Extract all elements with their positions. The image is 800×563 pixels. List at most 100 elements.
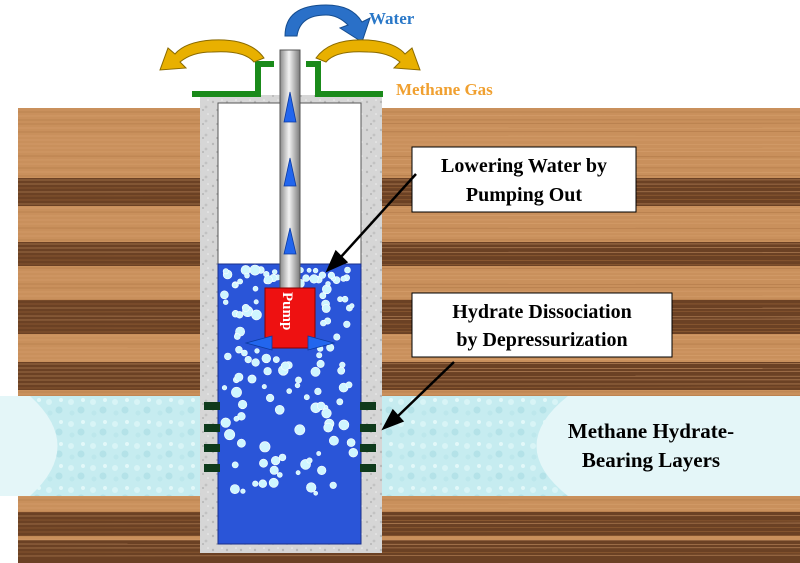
bubble [328, 435, 339, 446]
bubble [346, 438, 356, 447]
water-label: Water [369, 9, 415, 28]
bubble [263, 275, 273, 285]
bubble [237, 278, 243, 285]
bubble [251, 358, 260, 367]
bubble [241, 349, 248, 357]
bubble [231, 282, 238, 289]
bubble [263, 367, 272, 376]
bubble [310, 366, 321, 377]
bubble [223, 299, 229, 305]
bubble [221, 385, 228, 391]
bubble [344, 266, 351, 274]
bubble [294, 424, 306, 436]
bubble [261, 353, 271, 364]
bubble [314, 387, 322, 396]
callout-lowering-line2: Pumping Out [466, 184, 582, 206]
bubble [309, 274, 319, 284]
bubble [302, 274, 310, 282]
bubble [238, 399, 248, 410]
bubble [272, 356, 280, 363]
pump [264, 287, 316, 349]
perforation [360, 402, 376, 410]
methane-gas-arrow-right [315, 39, 421, 71]
callout-lowering-water: Lowering Water by Pumping Out [411, 146, 637, 213]
bubble [233, 415, 240, 422]
bubble [317, 465, 327, 476]
perforation [360, 444, 376, 452]
bubble [244, 272, 250, 279]
bubble [244, 356, 252, 364]
methane-gas-arrow-left [159, 39, 265, 71]
bubble [343, 320, 351, 328]
bubble [280, 361, 290, 371]
bubble [303, 394, 310, 401]
perforation [360, 464, 376, 472]
hydrate-layer-label-line2: Bearing Layers [582, 448, 720, 472]
flow-arrows [283, 91, 297, 255]
bubble [333, 333, 341, 341]
bubble [224, 352, 232, 361]
bubble [327, 271, 336, 280]
bubble [316, 401, 326, 411]
perforation [360, 424, 376, 432]
bubble [319, 292, 327, 300]
bubble [268, 477, 279, 488]
bubble [231, 461, 239, 469]
bubble [266, 393, 275, 403]
bubble [316, 359, 325, 368]
pump-intake-arrows [244, 335, 336, 351]
bubble [340, 275, 347, 282]
bubble [325, 281, 331, 287]
bubble [269, 465, 279, 475]
bubble [295, 376, 302, 384]
water-bubbles [220, 264, 358, 496]
callout-dissociation-line2: by Depressurization [456, 329, 627, 351]
bubble [224, 429, 236, 441]
bubble [274, 404, 285, 415]
bubble [320, 319, 327, 327]
bubble [220, 417, 231, 428]
dark-stratum [18, 242, 800, 266]
bubble [261, 384, 267, 390]
pump-label: Pump [279, 292, 295, 330]
casing-perforations [204, 402, 376, 472]
bubble [234, 372, 244, 382]
callout-pointers [325, 173, 455, 431]
bubble [348, 448, 358, 458]
dark-stratum [18, 540, 800, 563]
bubble [329, 481, 337, 489]
bubble [222, 268, 229, 275]
bubble [312, 267, 319, 274]
perforation [204, 444, 220, 452]
bubble [252, 285, 259, 292]
bubble [306, 457, 313, 464]
bubble [313, 490, 319, 496]
bubble [321, 408, 332, 419]
bubble [247, 374, 257, 384]
bubble [254, 348, 260, 354]
methane-gas-label: Methane Gas [396, 80, 493, 99]
bubble [259, 441, 271, 453]
bubble [249, 264, 261, 276]
bubble [278, 453, 287, 462]
hydrate-layer-label-line1: Methane Hydrate- [568, 419, 734, 443]
bubble [306, 267, 312, 273]
bubble [349, 303, 355, 309]
bubble [234, 333, 241, 340]
bubble [337, 296, 343, 303]
bubble [345, 381, 353, 389]
bubble [336, 398, 344, 406]
bubble [338, 419, 350, 431]
bubble [252, 480, 259, 487]
perforation [204, 424, 220, 432]
bubble [318, 271, 327, 279]
callout-lowering-line1: Lowering Water by [441, 155, 607, 177]
bubble [316, 451, 322, 456]
bubble [258, 479, 267, 488]
bubble [231, 386, 242, 398]
bubble [235, 346, 243, 354]
hydrate-layer [0, 396, 800, 496]
bubble [276, 472, 283, 478]
bubble [251, 309, 262, 321]
